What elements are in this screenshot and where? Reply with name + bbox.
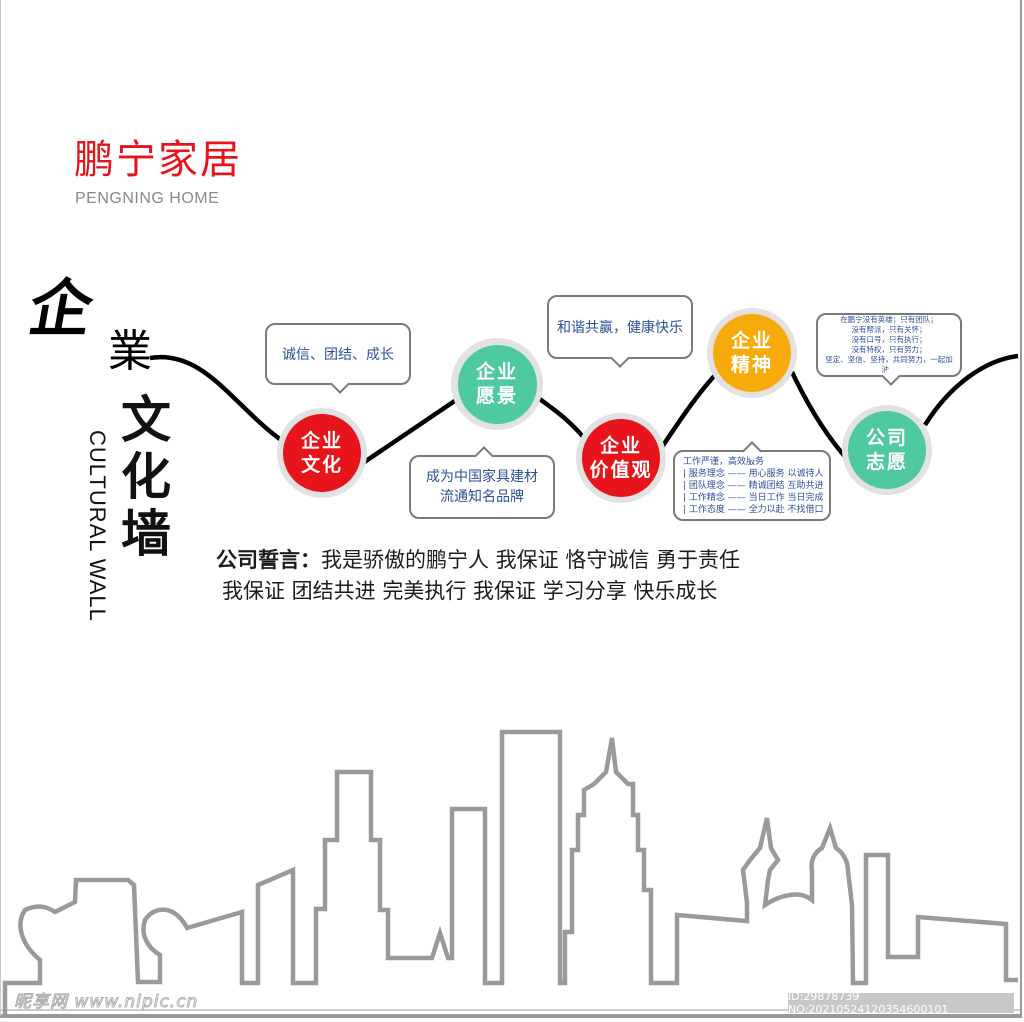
city-skyline [1,729,1020,1015]
node-text: 企业 [599,435,642,457]
bubble-text: 成为中国家具建材 [426,469,538,485]
title-char: 化 [121,448,171,506]
bubble-text: 诚信、团结、成长 [282,347,394,363]
node-circle: 企业 愿景 [457,344,537,424]
company-motto: 公司誓言：我是骄傲的鹏宁人 我保证 恪守诚信 勇于责任 我保证 团结共进 完美执… [216,545,740,607]
title-wenhuaqiang: 文 化 墙 [118,392,174,563]
bubble-text: 没有特权，只有努力； [851,345,927,354]
node-text: 企业 [730,330,773,352]
node-enterprise-spirit: 企业 精神 [707,308,797,398]
bubble-text: | 团队理念 —— 精诚团结 互助共进 [683,480,824,491]
bubble-text: 流通知名品牌 [440,489,524,505]
node-company-aspiration: 公司 志愿 [842,405,932,495]
node-text: 愿景 [475,385,518,407]
title-calligraphy-ye: 業 [108,326,152,377]
bubble-text: | 工作精念 —— 当日工作 当日完成 [683,492,824,503]
bubble-text: | 工作态度 —— 全力以赴 不找借口 [683,504,824,515]
bubble-text: 没有帮派，只有关怀； [851,325,927,334]
bubble-text: 和谐共赢，健康快乐 [557,320,683,336]
bubble-values: 和谐共赢，健康快乐 [547,295,693,368]
motto-label: 公司誓言： [216,548,321,572]
bubble-text: | 服务理念 —— 用心服务 以诚待人 [683,468,824,479]
node-text: 价值观 [589,459,653,481]
node-circle: 企业 价值观 [582,419,660,497]
node-circle: 企业 精神 [713,314,791,392]
node-text: 文化 [300,454,343,476]
bubble-vision: 成为中国家具建材 流通知名品牌 [409,446,555,519]
node-text: 企业 [475,361,518,383]
node-text: 公司 [865,427,908,449]
node-circle: 企业 文化 [283,414,361,492]
motto-line-2: 我保证 团结共进 完美执行 我保证 学习分享 快乐成长 [222,579,718,603]
node-enterprise-values: 企业 价值观 [576,413,666,503]
title-char: 文 [121,391,171,449]
bubble-text: 在鹏宁没有英雄；只有团队； [840,315,938,324]
bubble-text: 工作严谨，高效服务 [683,456,765,467]
node-circle: 公司 志愿 [848,411,926,489]
node-enterprise-culture: 企业 文化 [277,408,367,498]
bubble-text: 没有口号，只有执行； [851,335,927,344]
bubble-culture: 诚信、团结、成长 [265,323,411,394]
node-enterprise-vision: 企业 愿景 [451,338,543,430]
node-text: 精神 [730,354,773,376]
brand-name-cn: 鹏宁家居 [74,137,242,183]
node-text: 志愿 [865,451,908,473]
motto-line-1: 我是骄傲的鹏宁人 我保证 恪守诚信 勇于责任 [321,548,741,572]
bubble-spirit: 工作严谨，高效服务 | 服务理念 —— 用心服务 以诚待人 | 团队理念 —— … [673,441,831,521]
title-char: 墙 [121,505,171,563]
bubble-aspiration: 在鹏宁没有英雄；只有团队； 没有帮派，只有关怀； 没有口号，只有执行； 没有特权… [816,313,962,386]
brand-name-en: PENGNING HOME [75,190,220,207]
watermark-site: 昵享网 www.nipic.cn [13,992,199,1012]
node-text: 企业 [300,430,343,452]
watermark-id: ID:29878739 NO:20210524120354600101 [788,990,1014,1016]
